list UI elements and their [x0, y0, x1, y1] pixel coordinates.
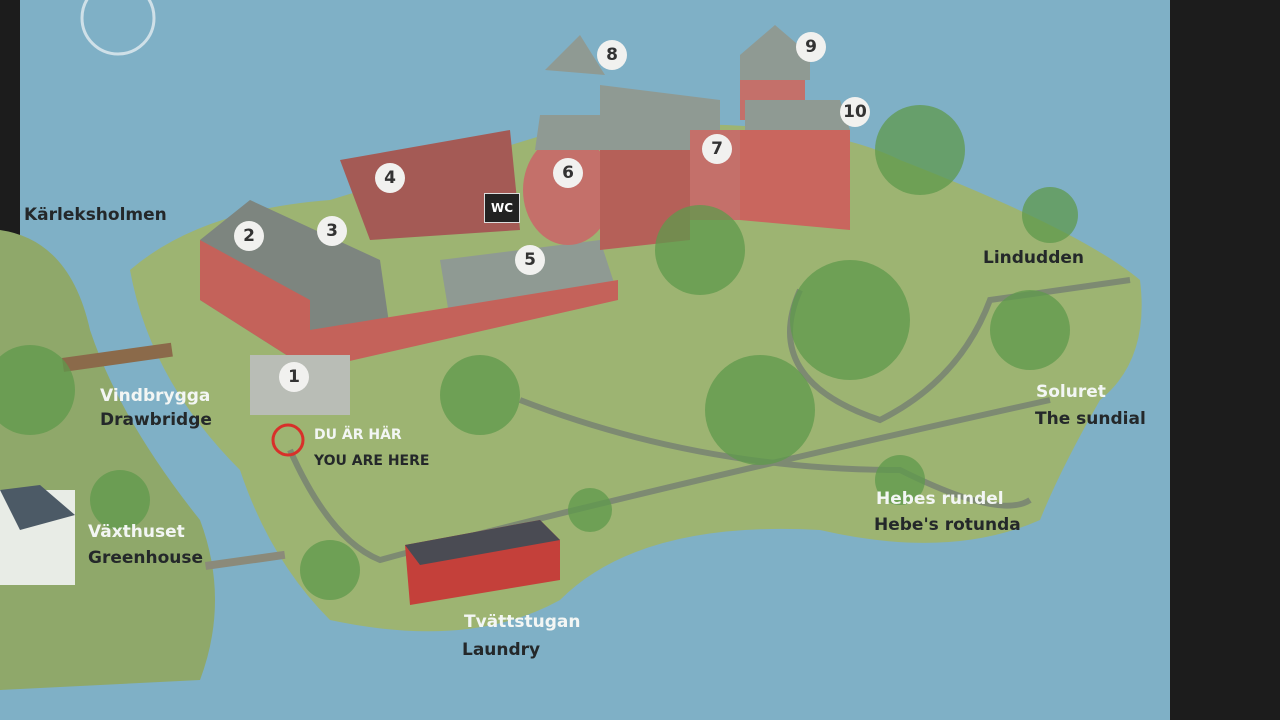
marker-9[interactable]: 9: [796, 32, 826, 62]
label-karleksholmen: Kärleksholmen: [24, 205, 167, 225]
marker-8[interactable]: 8: [597, 40, 627, 70]
label-greenhouse: Greenhouse: [88, 548, 204, 568]
label-hebes-rundel: Hebes rundel: [876, 489, 1004, 509]
label-sundial: The sundial: [1035, 409, 1146, 429]
castle: [200, 25, 850, 415]
marker-10[interactable]: 10: [840, 97, 870, 127]
drawbridge: [62, 342, 173, 372]
you-are-here-marker: [271, 423, 305, 457]
label-vindbrygga: Vindbrygga: [100, 386, 211, 406]
marker-5[interactable]: 5: [515, 245, 545, 275]
sign-frame: [1170, 0, 1280, 720]
label-you-are-here: You are here: [314, 453, 430, 469]
label-soluret: Soluret: [1036, 382, 1106, 402]
castle-island: [130, 124, 1142, 632]
marker-1[interactable]: 1: [279, 362, 309, 392]
wc-sign[interactable]: WC: [484, 193, 520, 223]
label-vaxthuset: Växthuset: [88, 522, 185, 542]
label-drawbridge: Drawbridge: [100, 410, 212, 430]
label-laundry: Laundry: [462, 640, 541, 660]
compass-rose-icon: [80, 0, 156, 56]
greenhouse-bridge: [205, 550, 286, 570]
label-lindudden: Lindudden: [983, 248, 1085, 268]
sign-frame-left: [0, 0, 20, 300]
trees: [0, 105, 1078, 600]
marker-4[interactable]: 4: [375, 163, 405, 193]
label-du-ar-har: Du är här: [314, 427, 402, 443]
marker-6[interactable]: 6: [553, 158, 583, 188]
label-hebes-rotunda: Hebe's rotunda: [874, 515, 1021, 535]
marker-2[interactable]: 2: [234, 221, 264, 251]
marker-7[interactable]: 7: [702, 134, 732, 164]
label-tvattstugan: Tvättstugan: [464, 612, 581, 632]
marker-3[interactable]: 3: [317, 216, 347, 246]
